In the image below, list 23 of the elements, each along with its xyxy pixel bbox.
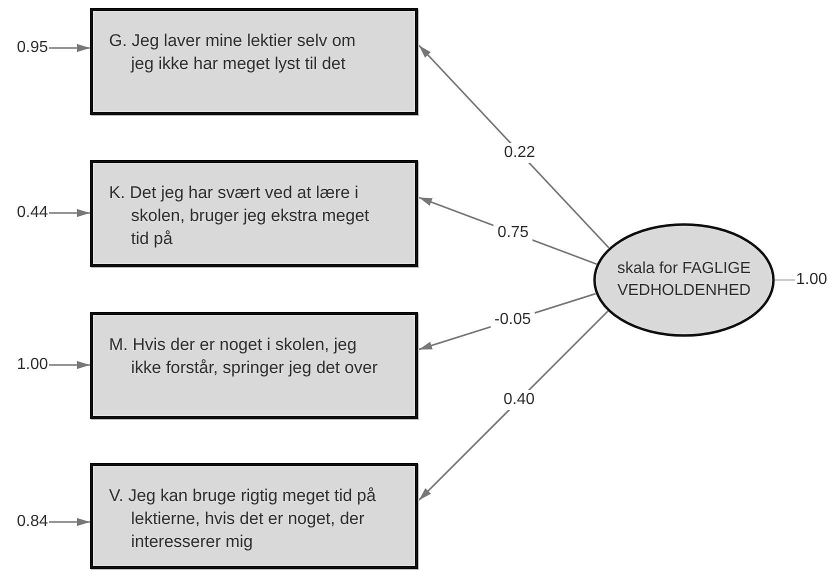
item-text: G. Jeg laver mine lektier selv om jeg ikke har meget lyst til det: [109, 30, 357, 75]
item-text: V. Jeg kan bruge rigtig meget tid på lektierne, hvis det er noget, der interesserer mig: [109, 485, 377, 553]
path-arrow: [418, 44, 610, 248]
error-value: 1.00: [2, 354, 48, 376]
latent-ellipse: [593, 223, 775, 337]
error-value: 0.84: [2, 511, 48, 533]
path-arrow: [49, 44, 90, 52]
error-value: 0.95: [2, 37, 48, 59]
scale-label: skala for FAGLIGE VEDHOLDENHED: [616, 259, 752, 301]
path-arrow: [49, 361, 90, 369]
path-arrow: [49, 209, 90, 217]
item-box: [90, 160, 418, 267]
path-arrow: [49, 518, 90, 526]
item-text: K. Det jeg har svært ved at lære i skolen, bruger jeg ekstra meget tid på: [109, 182, 370, 250]
item-text: M. Hvis der er noget i skolen, jeg ikke forstår, springer jeg det over: [109, 334, 379, 379]
edge-label: -0.05: [490, 310, 535, 330]
item-box: [90, 312, 418, 419]
item-box: [90, 8, 418, 115]
error-value: 1.00: [796, 269, 836, 291]
item-box: [90, 463, 418, 569]
path-arrow: [418, 310, 608, 501]
edge-label: 0.75: [494, 222, 533, 243]
error-value: 0.44: [2, 202, 48, 224]
